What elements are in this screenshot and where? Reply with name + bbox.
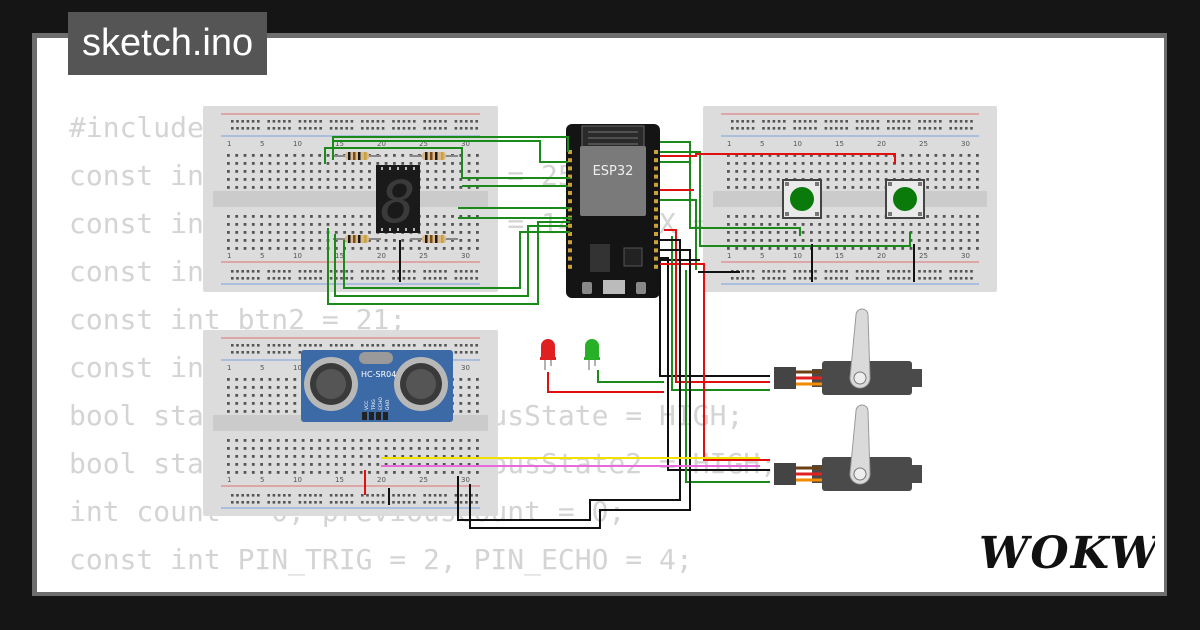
bb-col-label: 25 <box>419 476 428 484</box>
wire <box>664 229 770 383</box>
resistor <box>410 152 458 160</box>
bb-col-label: 20 <box>377 476 386 484</box>
bb-col-label: 20 <box>877 140 886 148</box>
bb-col-label: 20 <box>877 252 886 260</box>
bb-col-label: 15 <box>335 252 344 260</box>
bb-col-label: 15 <box>335 476 344 484</box>
bb-col-label: 1 <box>227 476 231 484</box>
led-green <box>584 339 600 370</box>
bb-col-label: 5 <box>260 476 264 484</box>
bb-col-label: 1 <box>227 252 231 260</box>
bb-col-label: 25 <box>919 140 928 148</box>
bb-col-label: 1 <box>227 364 231 372</box>
bb-col-label: 30 <box>461 364 470 372</box>
bb-col-label: 25 <box>419 252 428 260</box>
code-line: int lastDist = 0; <box>69 584 777 592</box>
bb-col-label: 5 <box>760 252 764 260</box>
bb-col-label: 1 <box>727 252 731 260</box>
bb-col-label: 20 <box>377 252 386 260</box>
wire <box>660 263 770 461</box>
bb-col-label: 30 <box>461 252 470 260</box>
display-digit: 8 <box>381 168 416 236</box>
wire <box>324 147 570 179</box>
wire <box>547 372 664 393</box>
bb-col-label: 10 <box>793 140 802 148</box>
wire <box>334 225 568 297</box>
push-button <box>885 179 925 219</box>
wire <box>660 257 770 471</box>
wire <box>685 270 770 483</box>
resistor <box>333 152 381 160</box>
bb-col-label: 10 <box>293 364 302 372</box>
bb-col-label: 30 <box>961 140 970 148</box>
bb-col-label: 10 <box>793 252 802 260</box>
file-title: sketch.ino <box>68 12 268 75</box>
bb-col-label: 10 <box>293 140 302 148</box>
bb-col-label: 30 <box>461 140 470 148</box>
sensor-pin-label: VCC <box>364 401 370 410</box>
bb-col-label: 15 <box>335 140 344 148</box>
wire <box>660 153 896 164</box>
wire <box>660 141 801 236</box>
bb-col-label: 5 <box>260 364 264 372</box>
resistor <box>333 235 381 243</box>
servo-motor <box>774 404 922 491</box>
bb-col-label: 25 <box>919 252 928 260</box>
bb-col-label: 1 <box>727 140 731 148</box>
bb-col-label: 5 <box>260 252 264 260</box>
esp32-label: ESP32 <box>593 164 634 179</box>
wire <box>469 249 691 529</box>
wire <box>671 236 770 391</box>
sensor-pin-label: ECHO <box>378 397 384 410</box>
esp32-board: ESP32 <box>566 124 660 298</box>
wokwi-logo-text: WOKWi <box>979 528 1155 579</box>
code-line: const int PIN_TRIG = 2, PIN_ECHO = 4; <box>69 543 693 576</box>
wire <box>660 199 697 270</box>
bb-col-label: 15 <box>835 140 844 148</box>
bb-col-label: 5 <box>260 140 264 148</box>
bb-col-label: 30 <box>461 476 470 484</box>
sensor-pin-label: GND <box>385 399 391 410</box>
bb-col-label: 10 <box>293 476 302 484</box>
bb-col-label: 10 <box>293 252 302 260</box>
bb-col-label: 5 <box>760 140 764 148</box>
resistor <box>410 235 458 243</box>
bb-col-label: 25 <box>419 140 428 148</box>
wire <box>457 239 681 521</box>
seven-segment-display: 8 <box>376 165 420 236</box>
wire <box>597 370 664 383</box>
wire <box>327 221 570 305</box>
bb-col-label: 30 <box>961 252 970 260</box>
sensor-pin-label: TRIG <box>371 399 377 411</box>
sensor-label: HC-SR04 <box>361 370 396 379</box>
wire <box>660 151 911 247</box>
wokwi-logo: WOKWi <box>979 528 1155 579</box>
bb-col-label: 20 <box>377 140 386 148</box>
bb-col-label: 1 <box>227 140 231 148</box>
servo-motor <box>774 308 922 395</box>
push-button <box>782 179 822 219</box>
led-red <box>540 339 556 370</box>
bb-col-label: 15 <box>835 252 844 260</box>
wire <box>343 231 570 289</box>
